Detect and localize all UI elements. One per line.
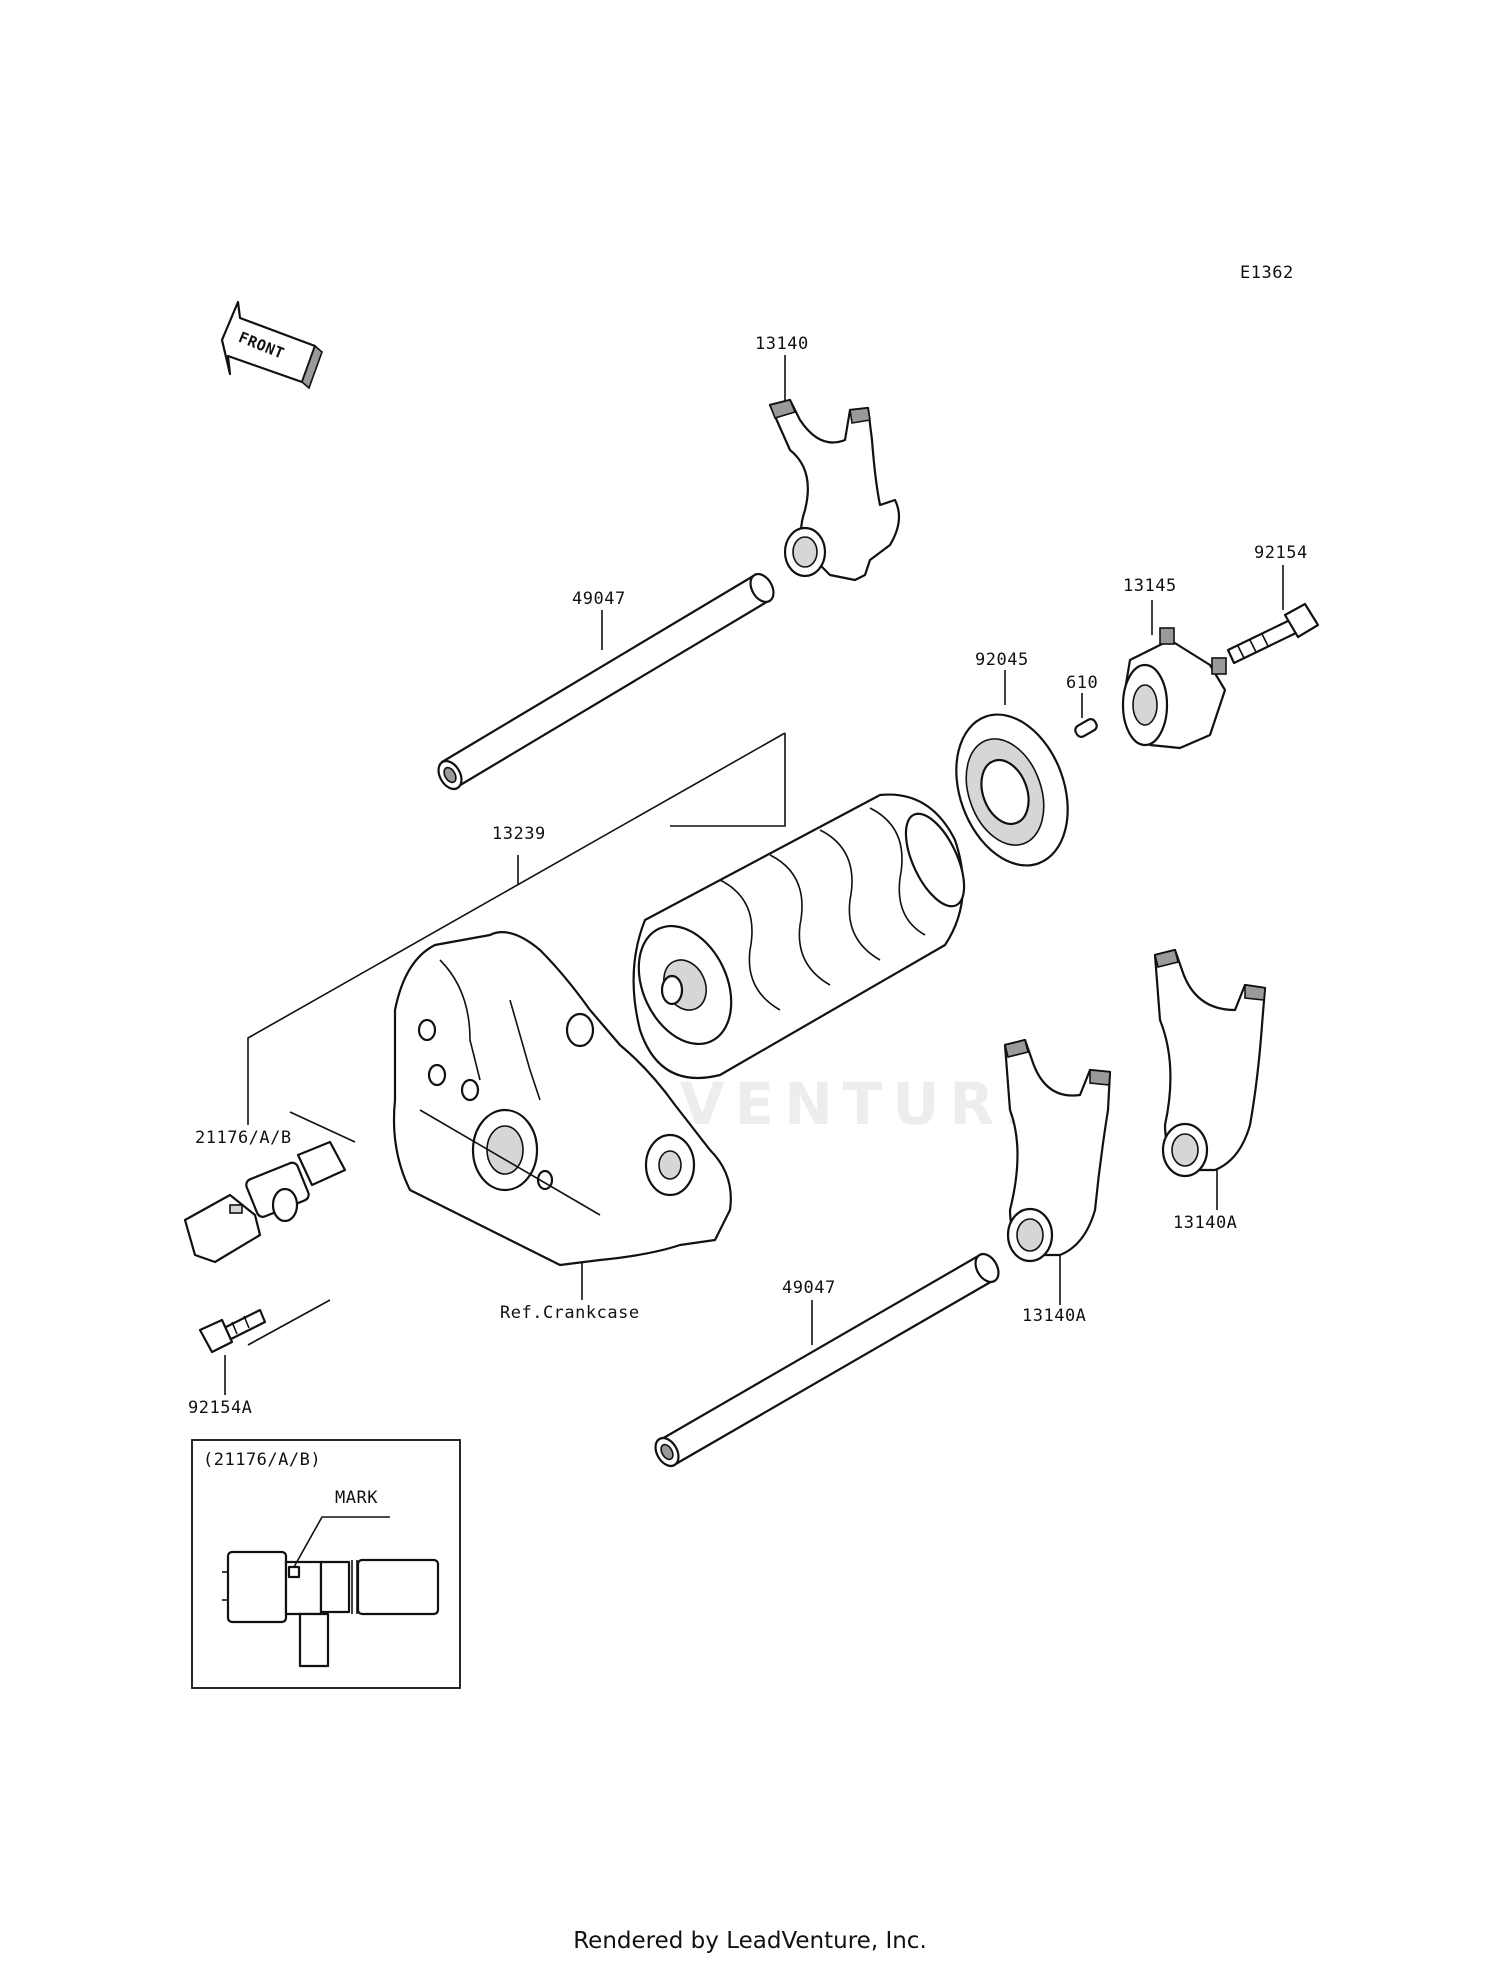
inset-title: (21176/A/B) xyxy=(203,1450,322,1470)
sensor-21176 xyxy=(183,1140,347,1264)
label-610: 610 xyxy=(1066,673,1099,693)
label-13239: 13239 xyxy=(492,824,546,844)
diagram-code: E1362 xyxy=(1240,263,1294,283)
inset-box xyxy=(191,1439,461,1689)
shift-fork-13140A-right xyxy=(1153,948,1267,1178)
cam-13145 xyxy=(1121,627,1227,750)
pin-610 xyxy=(1074,718,1098,738)
label-21176: 21176/A/B xyxy=(195,1128,292,1148)
bolt-92154 xyxy=(1226,602,1320,665)
inset-mark-label: MARK xyxy=(335,1488,378,1508)
label-92045: 92045 xyxy=(975,650,1029,670)
leader-lines xyxy=(224,355,1284,1395)
crankcase-ref xyxy=(392,931,732,1267)
front-arrow-icon xyxy=(220,300,323,390)
label-92154A: 92154A xyxy=(188,1398,253,1418)
bearing-92045 xyxy=(955,713,1069,867)
bolt-92154A xyxy=(198,1308,267,1354)
label-13140: 13140 xyxy=(755,334,809,354)
shaft-49047-bottom xyxy=(654,1252,1000,1468)
label-49047-bottom: 49047 xyxy=(782,1278,836,1298)
footer-credit: Rendered by LeadVenture, Inc. xyxy=(573,1928,927,1954)
shaft-49047-top xyxy=(437,572,775,791)
label-92154: 92154 xyxy=(1254,543,1308,563)
label-13140A-mid: 13140A xyxy=(1022,1306,1087,1326)
shift-fork-13140 xyxy=(768,398,901,582)
label-13145: 13145 xyxy=(1123,576,1177,596)
label-13140A-right: 13140A xyxy=(1173,1213,1238,1233)
label-ref-crankcase: Ref.Crankcase xyxy=(500,1303,640,1323)
label-49047-top: 49047 xyxy=(572,589,626,609)
shift-drum-13239 xyxy=(632,793,966,1080)
shift-fork-13140A-mid xyxy=(1003,1038,1112,1263)
